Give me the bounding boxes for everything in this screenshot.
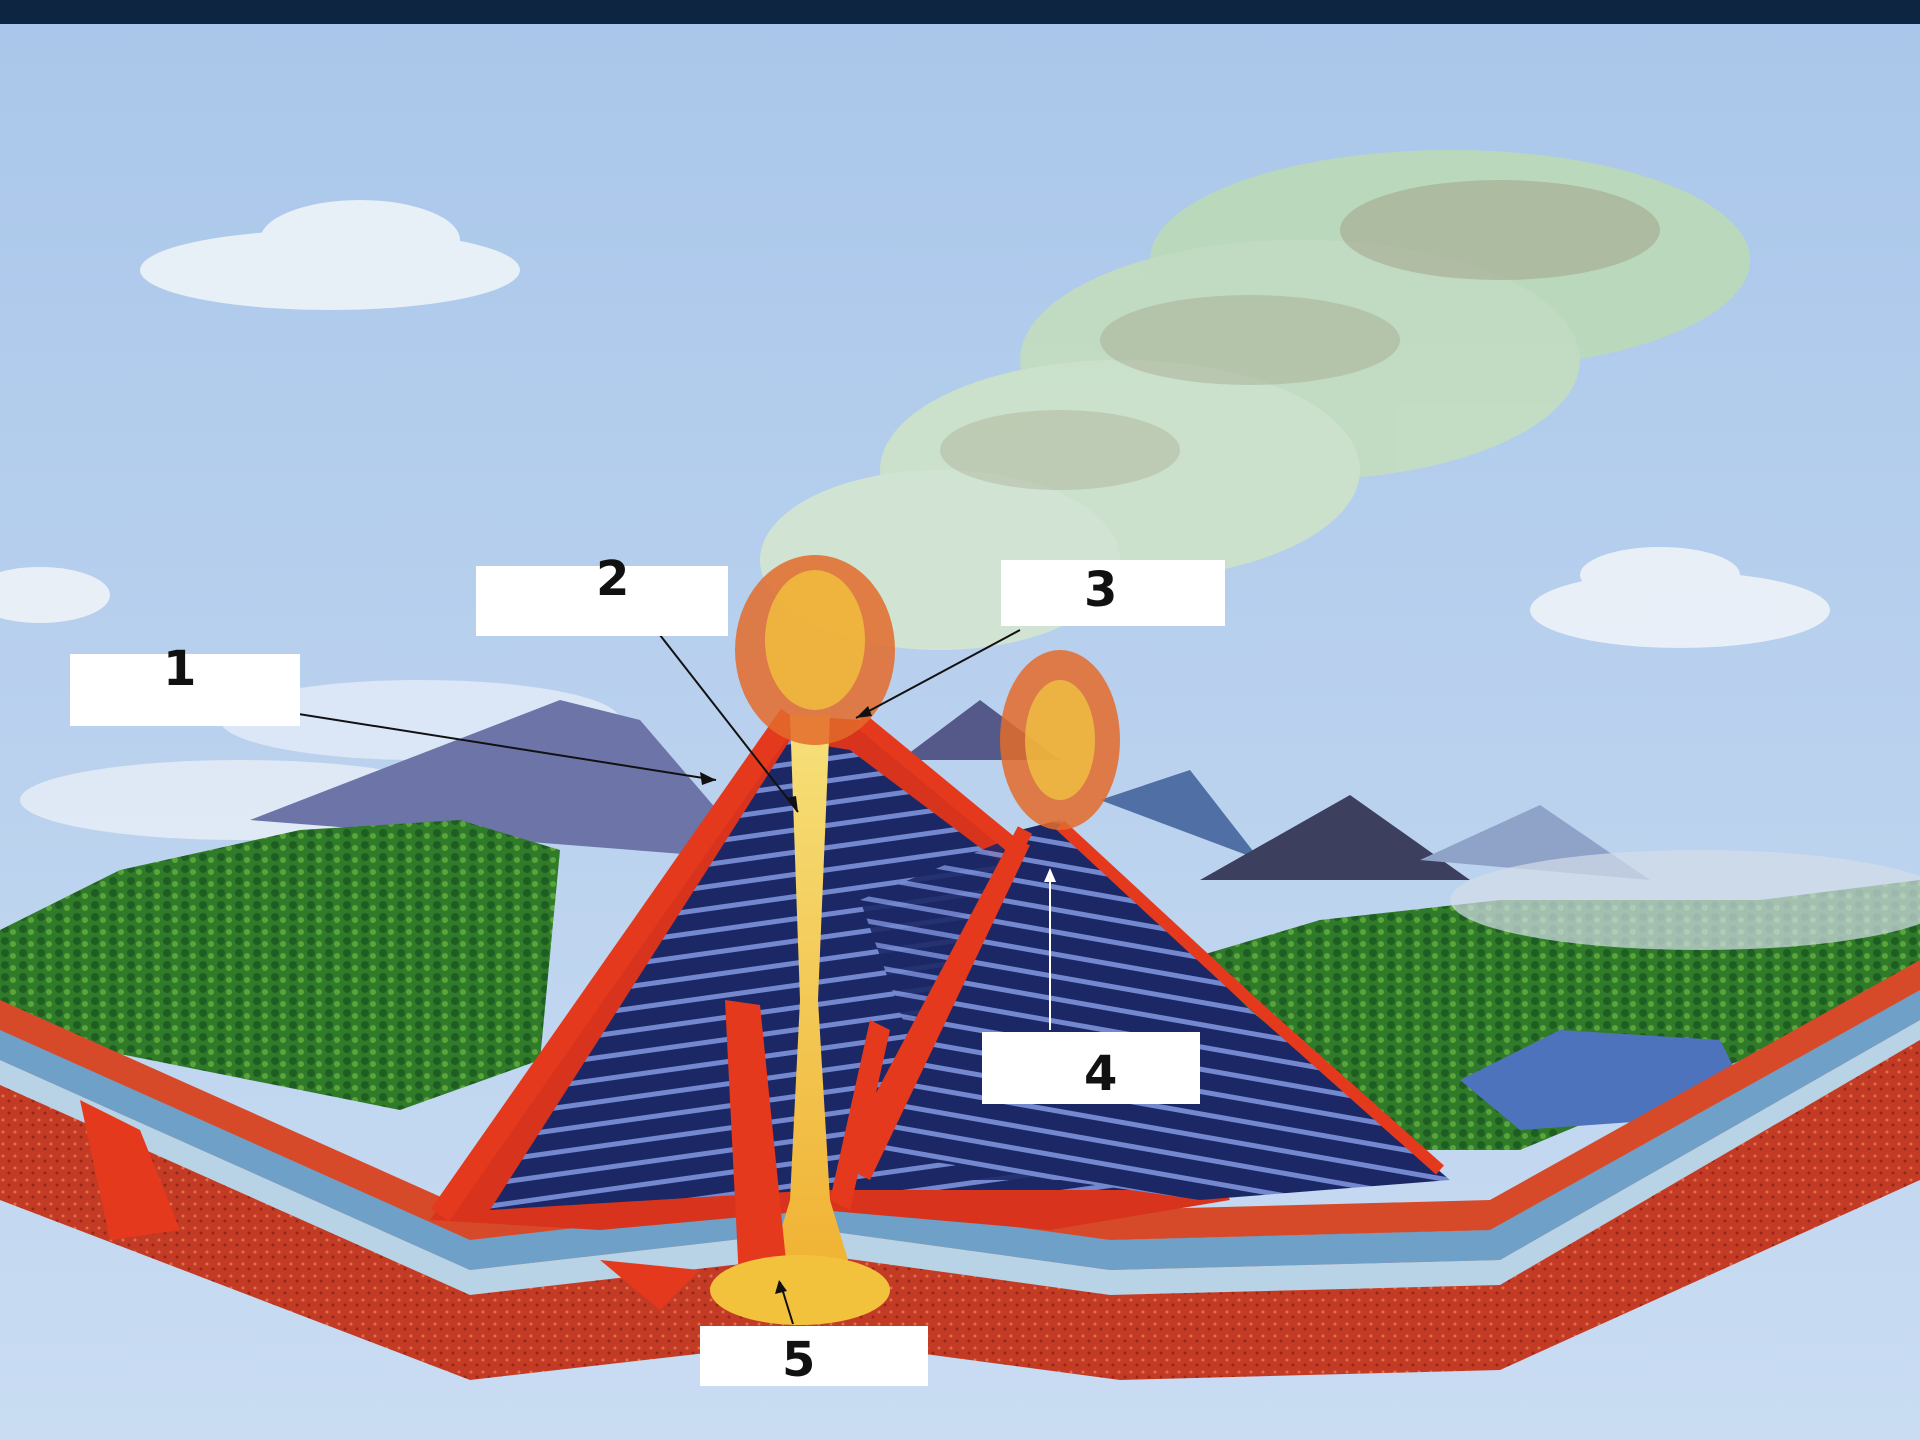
eruption-burst-main [735, 555, 895, 745]
eruption-burst-secondary [1000, 650, 1120, 830]
label-number-3: 3 [1084, 566, 1117, 614]
label-number-2: 2 [596, 555, 629, 603]
label-number-4: 4 [1084, 1050, 1117, 1098]
top-bar-fill [0, 0, 1920, 24]
label-number-1: 1 [163, 645, 196, 693]
label-number-5: 5 [782, 1336, 815, 1384]
